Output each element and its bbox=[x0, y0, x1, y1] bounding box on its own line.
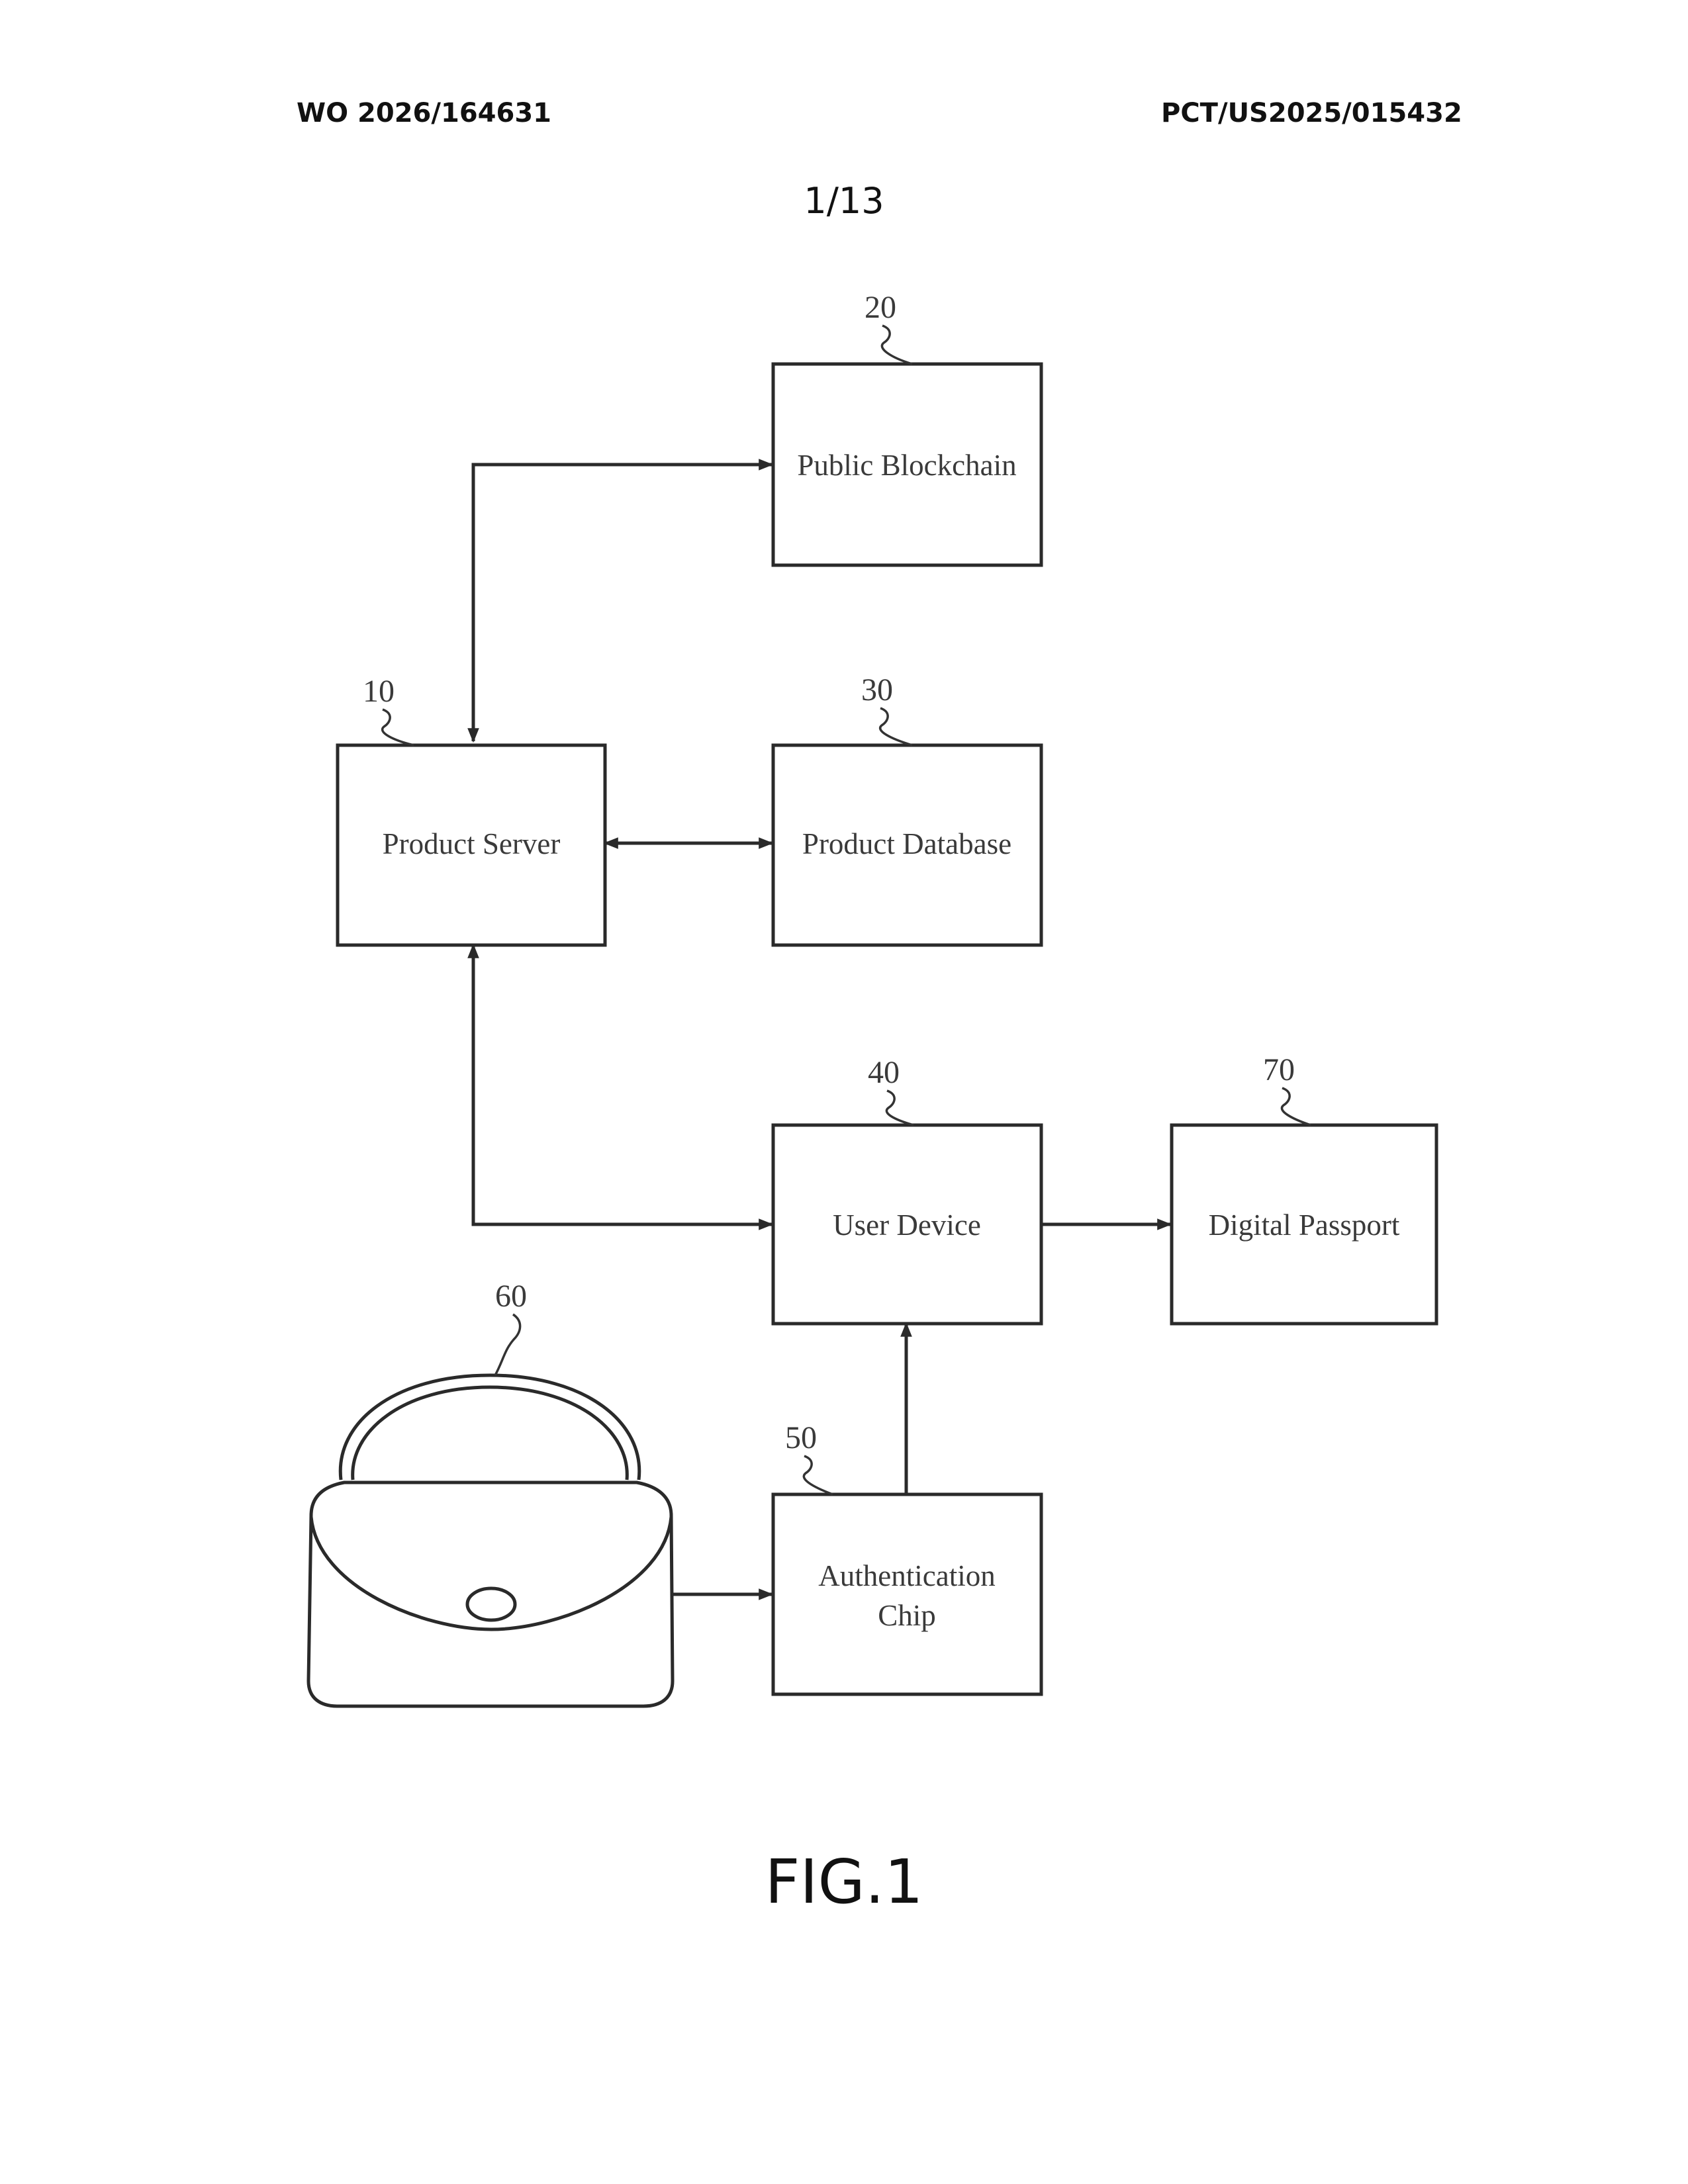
authentication-chip-label-line2: Chip bbox=[878, 1599, 936, 1632]
product-server-label: Product Server bbox=[383, 827, 561, 860]
leader-50 bbox=[804, 1456, 833, 1494]
leader-20 bbox=[882, 326, 912, 364]
authentication-chip-box bbox=[773, 1494, 1041, 1694]
ref-70: 70 bbox=[1263, 1052, 1295, 1087]
ref-50: 50 bbox=[785, 1420, 817, 1455]
figure-label: FIG.1 bbox=[0, 1846, 1688, 1917]
digital-passport-label: Digital Passport bbox=[1209, 1208, 1400, 1242]
handbag-clasp bbox=[467, 1588, 515, 1620]
connector-server-blockchain bbox=[473, 465, 772, 741]
leader-60 bbox=[495, 1314, 520, 1375]
leader-30 bbox=[880, 708, 912, 745]
user-device-label: User Device bbox=[833, 1208, 981, 1242]
authentication-chip-label-line1: Authentication bbox=[818, 1559, 995, 1592]
leader-70 bbox=[1282, 1088, 1311, 1125]
ref-20: 20 bbox=[865, 290, 896, 325]
public-blockchain-label: Public Blockchain bbox=[797, 449, 1016, 482]
product-database-label: Product Database bbox=[802, 827, 1011, 860]
leader-10 bbox=[383, 709, 414, 745]
ref-60: 60 bbox=[495, 1279, 527, 1314]
connector-server-userdevice bbox=[473, 945, 772, 1224]
ref-40: 40 bbox=[868, 1055, 900, 1090]
leader-40 bbox=[886, 1091, 914, 1125]
ref-10: 10 bbox=[363, 674, 395, 709]
ref-30: 30 bbox=[861, 672, 893, 707]
handbag-illustration bbox=[308, 1375, 673, 1706]
